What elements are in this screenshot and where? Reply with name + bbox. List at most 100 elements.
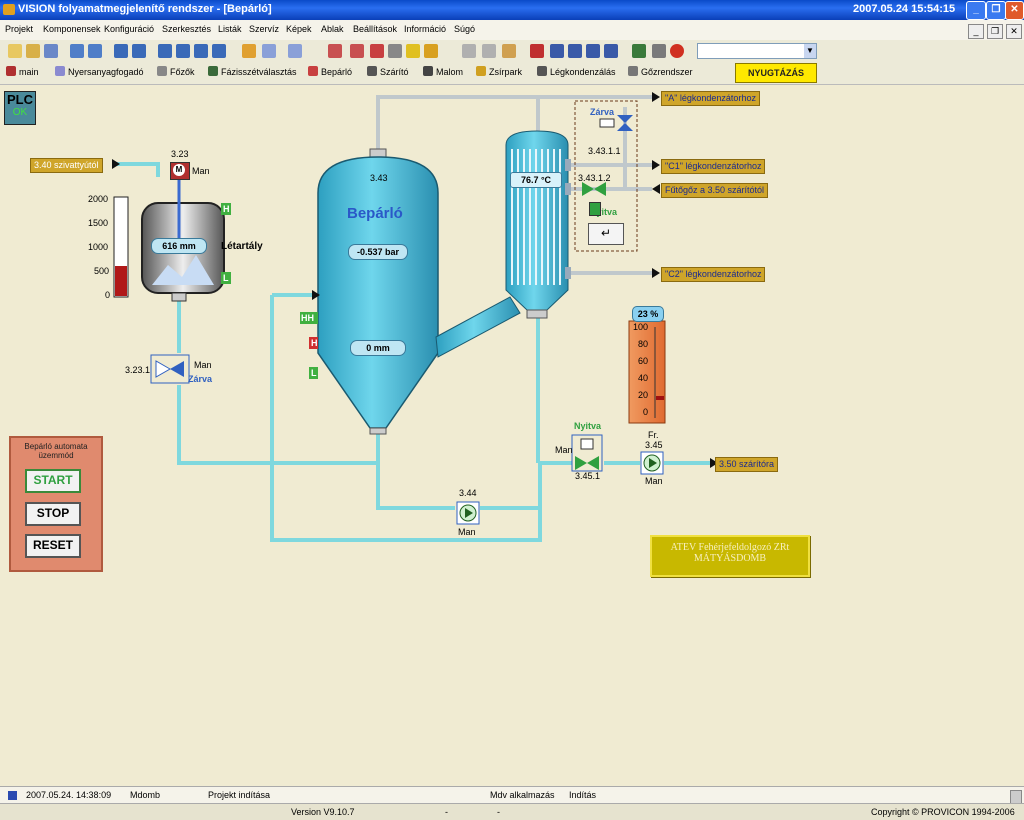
menu-komponensek[interactable]: Komponensek — [43, 24, 101, 34]
app-icon — [3, 4, 15, 15]
stop-icon[interactable] — [670, 44, 684, 58]
nav-fazisszetvalasztas[interactable]: Fázisszétválasztás — [208, 66, 297, 77]
info-dash-2: - — [497, 807, 500, 817]
auto-mode-title: Bepárló automata üzemmód — [24, 442, 88, 460]
nav-beparlo[interactable]: Bepárló — [308, 66, 352, 77]
tool-icon[interactable] — [114, 44, 128, 58]
evaporator-pressure: -0.537 bar — [348, 244, 408, 260]
valve-3231-mode: Man — [194, 360, 212, 370]
menu-szerviz[interactable]: Szervíz — [249, 24, 280, 34]
menu-informacio[interactable]: Információ — [404, 24, 447, 34]
nav-main[interactable]: main — [6, 66, 39, 77]
pump-345-mode: Man — [645, 476, 663, 486]
open-icon[interactable] — [26, 44, 40, 58]
tool-icon[interactable] — [88, 44, 102, 58]
menu-konfiguracio[interactable]: Konfiguráció — [104, 24, 155, 34]
valve-43111-id: 3.43.1.1 — [588, 146, 621, 156]
tool-icon[interactable] — [550, 44, 564, 58]
info-dash-1: - — [445, 807, 448, 817]
save-icon[interactable] — [44, 44, 58, 58]
valve-3-23-1[interactable] — [150, 354, 190, 384]
copy-icon[interactable] — [482, 44, 496, 58]
evaporator-id: 3.43 — [370, 173, 388, 183]
tool-icon[interactable] — [652, 44, 666, 58]
acknowledge-button[interactable]: NYUGTÁZÁS — [735, 63, 817, 83]
nav-zsirpark[interactable]: Zsírpark — [476, 66, 522, 77]
reset-button[interactable]: RESET — [25, 534, 81, 558]
mdi-close-button[interactable]: ✕ — [1006, 24, 1022, 39]
evap-hh-indicator — [300, 312, 318, 324]
valve-43112-id: 3.43.1.2 — [578, 173, 611, 183]
mdi-minimize-button[interactable]: _ — [968, 24, 984, 39]
tool-icon[interactable] — [242, 44, 256, 58]
nav-legkondenzalas[interactable]: Légkondenzálás — [537, 66, 616, 77]
tool-icon[interactable] — [70, 44, 84, 58]
menu-beallitasok[interactable]: Beállítások — [353, 24, 398, 34]
nav-szarito[interactable]: Szárító — [367, 66, 409, 77]
evaporator-icon — [308, 66, 318, 76]
new-icon[interactable] — [8, 44, 22, 58]
paste-icon[interactable] — [502, 44, 516, 58]
tank-low-indicator — [221, 272, 231, 284]
toolbar-select[interactable]: ▼ — [697, 43, 817, 59]
menu-kepek[interactable]: Képek — [286, 24, 312, 34]
menu-listak[interactable]: Listák — [218, 24, 242, 34]
tool-icon[interactable] — [388, 44, 402, 58]
menu-szerkesztes[interactable]: Szerkesztés — [162, 24, 212, 34]
tool-icon[interactable] — [406, 44, 420, 58]
mdi-restore-button[interactable]: ❐ — [987, 24, 1003, 39]
menu-sugo[interactable]: Súgó — [454, 24, 476, 34]
tool-icon[interactable] — [350, 44, 364, 58]
condenser-temperature: 76.7 °C — [510, 172, 562, 188]
menu-projekt[interactable]: Projekt — [5, 24, 34, 34]
tool-icon[interactable] — [158, 44, 172, 58]
plc-label: PLC — [7, 92, 33, 107]
tool-icon[interactable] — [328, 44, 342, 58]
valve-3-45-1[interactable] — [571, 434, 603, 472]
nav-gozrendszer[interactable]: Gőzrendszer — [628, 66, 693, 77]
tool-icon[interactable] — [176, 44, 190, 58]
back-icon[interactable] — [262, 44, 276, 58]
valve-3-43-1-2[interactable] — [582, 182, 606, 196]
valve-43112-state: Nyitva — [590, 207, 618, 217]
mill-icon — [423, 66, 433, 76]
dest-c1-condenser: "C1" légkondenzátorhoz — [661, 159, 766, 174]
enter-button[interactable]: ↵ — [588, 223, 624, 245]
evaporator-name: Bepárló — [347, 205, 403, 222]
evaporator-vessel — [317, 148, 439, 435]
nav-fozok[interactable]: Főzők — [157, 66, 195, 77]
gauge-scale-100: 100 — [633, 322, 649, 332]
scroll-button[interactable] — [1010, 790, 1022, 804]
tank-scale-1000: 1000 — [88, 242, 109, 252]
status-action: Indítás — [569, 790, 597, 800]
evaporator-hh-label: HH — [301, 313, 314, 323]
maximize-button[interactable]: ❐ — [986, 1, 1006, 20]
start-button[interactable]: START — [25, 469, 81, 493]
tool-icon[interactable] — [194, 44, 208, 58]
nav-nyersanyagfogado[interactable]: Nyersanyagfogadó — [55, 66, 144, 77]
separator-icon — [208, 66, 218, 76]
tool-icon[interactable] — [132, 44, 146, 58]
pump-3-44[interactable] — [456, 501, 480, 525]
pump-3-45[interactable] — [640, 451, 664, 475]
forward-icon[interactable] — [288, 44, 302, 58]
tool-icon[interactable] — [568, 44, 582, 58]
play-icon[interactable] — [212, 44, 226, 58]
tank-scale-0: 0 — [105, 290, 111, 300]
menu-ablak[interactable]: Ablak — [321, 24, 344, 34]
motor-icon[interactable]: M — [170, 162, 190, 180]
tool-icon[interactable] — [370, 44, 384, 58]
minimize-button[interactable]: _ — [966, 1, 986, 20]
tool-icon[interactable] — [604, 44, 618, 58]
stop-button[interactable]: STOP — [25, 502, 81, 526]
close-button[interactable]: ✕ — [1005, 1, 1024, 20]
tool-icon[interactable] — [424, 44, 438, 58]
cut-icon[interactable] — [462, 44, 476, 58]
evap-h-indicator — [309, 337, 318, 349]
tool-icon[interactable] — [632, 44, 646, 58]
process-diagram — [112, 92, 718, 542]
nav-malom[interactable]: Malom — [423, 66, 463, 77]
valve-3-43-1-1[interactable] — [599, 115, 633, 131]
tool-icon[interactable] — [586, 44, 600, 58]
tool-icon[interactable] — [530, 44, 544, 58]
